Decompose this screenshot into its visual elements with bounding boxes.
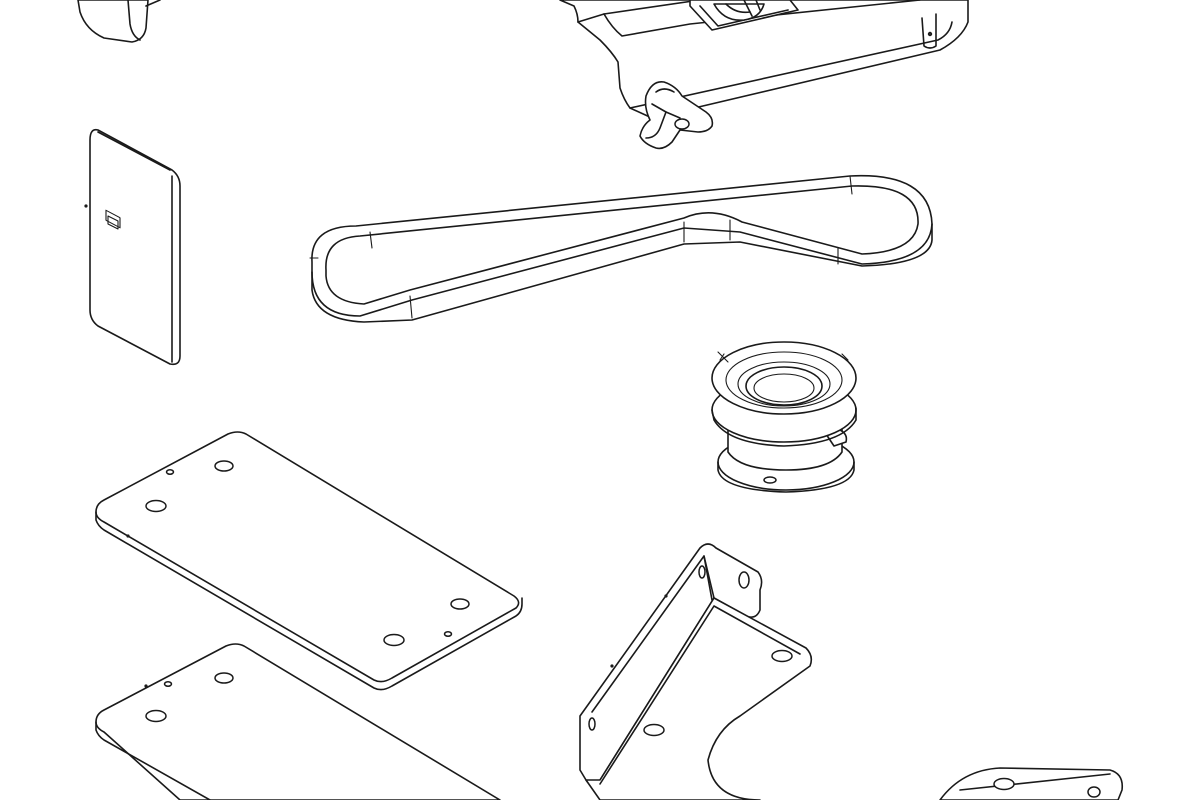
- part-flat-mounting-plate-lower: [95, 643, 501, 800]
- part-round-swivel-base: [711, 341, 857, 493]
- part-small-rectangular-plate: [84, 128, 181, 366]
- part-angle-bracket: [579, 543, 1124, 800]
- part-loop-handle: [309, 174, 933, 323]
- part-top-left-corner-piece: [77, 0, 161, 43]
- part-flat-mounting-plate-upper: [95, 431, 523, 691]
- part-tilt-bracket-with-knob: [559, 0, 969, 150]
